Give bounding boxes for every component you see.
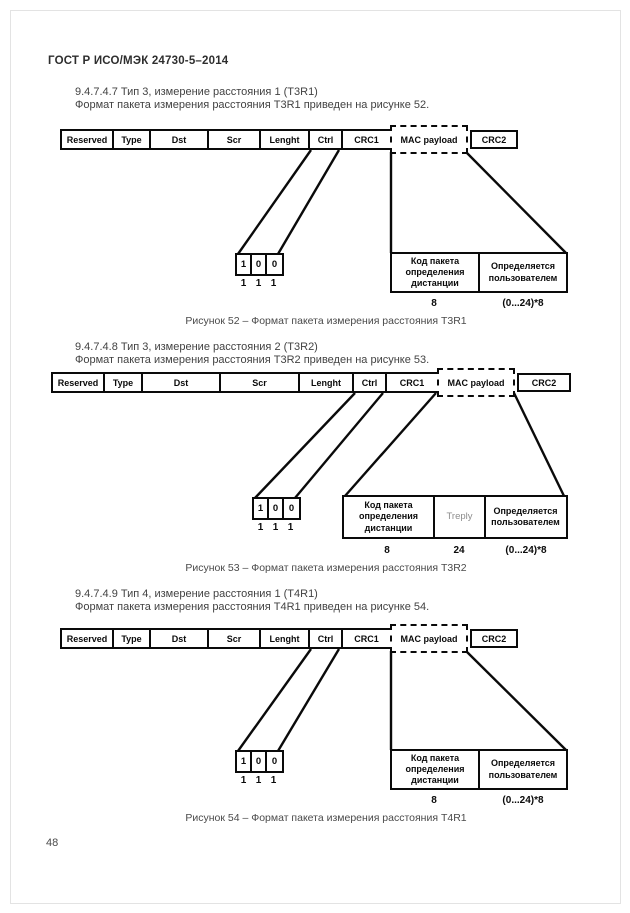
mac-payload-cell: MAC payload (390, 125, 468, 154)
crc2-cell: CRC2 (517, 373, 571, 392)
section-subheading: Формат пакета измерения расстояния T4R1 … (75, 601, 430, 613)
crc2-cell: CRC2 (470, 130, 518, 149)
section-subheading: Формат пакета измерения расстояния T3R1 … (75, 99, 430, 111)
bit-cell: 0 (288, 503, 295, 514)
bit-width-label: 1 (270, 278, 277, 289)
payload-cell-code: Код пакета определения дистанции (392, 254, 480, 291)
bit-cell: 0 (252, 752, 267, 771)
packet-field-type: Type (114, 630, 151, 647)
bit-cell: 0 (271, 756, 278, 767)
figure-caption: Рисунок 52 – Формат пакета измерения рас… (185, 315, 467, 327)
packet-field-crc1: CRC1 (399, 377, 425, 388)
section-heading: 9.4.7.4.8 Тип 3, измерение расстояния 2 … (75, 341, 318, 353)
packet-field-reserved: Reserved (62, 630, 114, 647)
bit-width-label: 1 (257, 522, 264, 533)
packet-field-reserved: Reserved (62, 131, 114, 148)
mac-payload-cell: MAC payload (390, 624, 468, 653)
figure-caption: Рисунок 53 – Формат пакета измерения рас… (185, 562, 467, 574)
packet-field-dst: Dst (143, 374, 221, 391)
section-heading: 9.4.7.4.9 Тип 4, измерение расстояния 1 … (75, 588, 318, 600)
crc2-cell: CRC2 (470, 629, 518, 648)
ctrl-bits-box: 1 0 0 (235, 750, 284, 773)
packet-field-scr: Scr (209, 131, 261, 148)
packet-field-lenght: Lenght (261, 630, 310, 647)
payload-size-label: 8 (431, 795, 437, 806)
packet-field-lenght: Lenght (300, 374, 354, 391)
payload-size-label: (0...24)*8 (502, 795, 544, 806)
bit-cell: 1 (237, 255, 252, 274)
payload-size-label: (0...24)*8 (502, 298, 544, 309)
packet-field-type: Type (105, 374, 143, 391)
payload-cell-treply: Treply (435, 497, 486, 537)
packet-field-scr: Scr (221, 374, 300, 391)
packet-field-ctrl: Ctrl (310, 131, 343, 148)
packet-field-ctrl: Ctrl (354, 374, 387, 391)
section-subheading: Формат пакета измерения расстояния T3R2 … (75, 354, 430, 366)
payload-cell-user: Определяется пользователем (488, 758, 558, 780)
payload-cell-code: Код пакета определения дистанции (344, 497, 435, 537)
mac-payload-cell: MAC payload (437, 368, 515, 397)
packet-field-dst: Dst (151, 131, 209, 148)
packet-row: Reserved Type Dst Scr Lenght Ctrl CRC1 (51, 372, 439, 393)
ctrl-bits-box: 1 0 0 (235, 253, 284, 276)
bit-cell: 0 (271, 259, 278, 270)
packet-row: Reserved Type Dst Scr Lenght Ctrl CRC1 (60, 129, 392, 150)
section-heading: 9.4.7.4.7 Тип 3, измерение расстояния 1 … (75, 86, 318, 98)
payload-detail-box: Код пакета определения дистанции Определ… (390, 252, 568, 293)
packet-field-scr: Scr (209, 630, 261, 647)
bit-width-label: 1 (240, 775, 247, 786)
ctrl-bits-box: 1 0 0 (252, 497, 301, 520)
document-header: ГОСТ Р ИСО/МЭК 24730-5–2014 (48, 55, 229, 67)
packet-field-ctrl: Ctrl (310, 630, 343, 647)
payload-cell-user: Определяется пользователем (491, 505, 560, 527)
bit-cell: 0 (269, 499, 284, 518)
packet-field-dst: Dst (151, 630, 209, 647)
payload-size-label: (0...24)*8 (505, 545, 547, 556)
packet-field-reserved: Reserved (53, 374, 105, 391)
payload-size-label: 24 (453, 545, 465, 556)
figure-caption: Рисунок 54 – Формат пакета измерения рас… (185, 812, 467, 824)
packet-field-type: Type (114, 131, 151, 148)
payload-size-label: 8 (384, 545, 390, 556)
bit-width-label: 1 (255, 775, 262, 786)
page-number: 48 (46, 837, 59, 849)
packet-field-crc1: CRC1 (354, 633, 379, 644)
packet-row: Reserved Type Dst Scr Lenght Ctrl CRC1 (60, 628, 392, 649)
payload-size-label: 8 (431, 298, 437, 309)
packet-field-crc1: CRC1 (354, 134, 379, 145)
bit-cell: 1 (237, 752, 252, 771)
bit-width-label: 1 (255, 278, 262, 289)
payload-detail-box: Код пакета определения дистанции Treply … (342, 495, 568, 539)
bit-cell: 0 (252, 255, 267, 274)
payload-detail-box: Код пакета определения дистанции Определ… (390, 749, 568, 790)
payload-cell-user: Определяется пользователем (488, 261, 558, 283)
payload-cell-code: Код пакета определения дистанции (392, 751, 480, 788)
page-border-frame (10, 10, 621, 904)
packet-field-lenght: Lenght (261, 131, 310, 148)
bit-width-label: 1 (240, 278, 247, 289)
bit-width-label: 1 (270, 775, 277, 786)
bit-cell: 1 (254, 499, 269, 518)
bit-width-label: 1 (272, 522, 279, 533)
bit-width-label: 1 (287, 522, 294, 533)
